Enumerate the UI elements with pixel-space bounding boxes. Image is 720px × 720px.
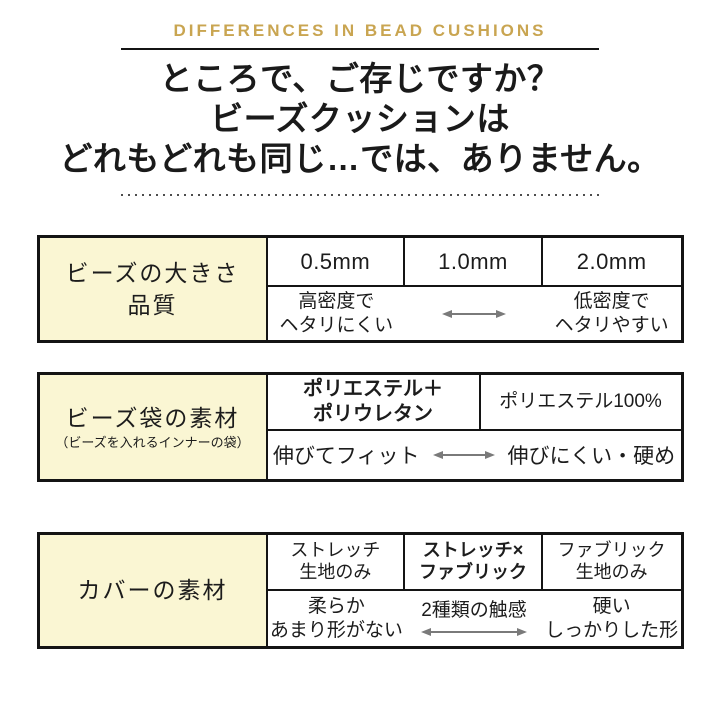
cover-row-header: カバーの素材 xyxy=(39,535,268,646)
density-scale-right-line-2: ヘタリやすい xyxy=(554,314,669,336)
firmness-scale-left: 柔らか あまり形がない xyxy=(270,595,403,643)
inner-bag-table: ビーズ袋の素材 （ビーズを入れるインナーの袋） ポリエステル＋ ポリウレタン ポ… xyxy=(36,372,684,482)
dotted-divider xyxy=(121,194,599,196)
cover-material-stretch-only: ストレッチ 生地のみ xyxy=(267,535,406,591)
cover-scale-row: 柔らか あまり形がない 2種類の触感 硬い しっかりした形 xyxy=(268,591,681,646)
cover-material-1-line-1: ストレッチ xyxy=(290,540,381,561)
bead-size-option-1-0mm: 1.0mm xyxy=(405,238,543,287)
page: DIFFERENCES IN BEAD CUSHIONS ところで、ご存じですか… xyxy=(0,21,720,649)
inner-bag-scale-row: 伸びてフィット 伸びにくい・硬め xyxy=(268,431,681,479)
density-scale-right-line-1: 低密度で xyxy=(573,290,650,312)
cover-material-fabric-only: ファブリック 生地のみ xyxy=(542,535,681,591)
firmness-scale-right-line-1: 硬い xyxy=(592,595,631,617)
firmness-scale-right-line-2: しっかりした形 xyxy=(545,619,679,641)
firmness-scale-center: 2種類の触感 xyxy=(420,599,528,638)
firmness-scale-left-line-2: あまり形がない xyxy=(269,619,403,641)
cover-material-1-line-2: 生地のみ xyxy=(299,562,372,582)
cover-table: カバーの素材 ストレッチ 生地のみ ストレッチ× ファブリック ファブリック 生… xyxy=(36,532,684,649)
bead-size-option-0-5mm: 0.5mm xyxy=(267,238,406,287)
page-title: ところで、ご存じですか？ ビーズクッションは どれもどれも同じ…では、ありません… xyxy=(0,59,720,179)
header-rule xyxy=(121,48,599,50)
left-right-arrow-icon xyxy=(420,627,527,636)
bead-size-row-header-line-2: 品質 xyxy=(127,292,178,318)
density-scale-left-line-1: 高密度で xyxy=(298,290,375,312)
cover-material-2-line-1: ストレッチ× xyxy=(422,540,524,561)
left-right-arrow-icon xyxy=(441,309,506,318)
bead-size-table: ビーズの大きさ 品質 0.5mm 1.0mm 2.0mm 高密度で ヘタリにくい… xyxy=(36,235,684,343)
cover-material-3-line-1: ファブリック xyxy=(557,540,666,561)
inner-bag-row-header: ビーズ袋の素材 （ビーズを入れるインナーの袋） xyxy=(39,375,268,479)
inner-bag-material-polyester-100: ポリエステル100% xyxy=(480,375,681,431)
inner-bag-row-header-title: ビーズ袋の素材 xyxy=(65,404,240,431)
bead-size-row-header: ビーズの大きさ 品質 xyxy=(39,238,268,340)
density-scale-left-line-2: ヘタリにくい xyxy=(279,314,394,336)
left-right-arrow-icon xyxy=(432,451,495,459)
cover-material-3-line-2: 生地のみ xyxy=(575,562,648,582)
density-scale-left: 高密度で ヘタリにくい xyxy=(280,290,394,338)
inner-bag-row-header-note: （ビーズを入れるインナーの袋） xyxy=(55,435,250,451)
stretch-scale-right: 伸びにくい・硬め xyxy=(507,445,676,468)
page-title-line-1: ところで、ご存じですか？ xyxy=(159,60,561,97)
density-scale-right: 低密度で ヘタリやすい xyxy=(555,290,669,338)
page-title-line-3: どれもどれも同じ…では、ありません。 xyxy=(59,140,661,177)
inner-bag-material-1-line-1: ポリエステル＋ xyxy=(303,378,443,400)
firmness-scale-left-line-1: 柔らか xyxy=(307,595,365,617)
inner-bag-material-1-line-2: ポリウレタン xyxy=(313,403,433,425)
cover-material-stretch-fabric: ストレッチ× ファブリック xyxy=(405,535,543,591)
bead-size-scale-row: 高密度で ヘタリにくい 低密度で ヘタリやすい xyxy=(268,287,681,340)
firmness-scale-right: 硬い しっかりした形 xyxy=(545,595,678,643)
eyebrow-label: DIFFERENCES IN BEAD CUSHIONS xyxy=(173,21,547,40)
bead-size-row-header-line-1: ビーズの大きさ xyxy=(65,259,240,286)
cover-material-2-line-2: ファブリック xyxy=(418,562,527,582)
page-title-line-2: ビーズクッションは xyxy=(210,100,510,137)
bead-size-option-2-0mm: 2.0mm xyxy=(542,238,681,287)
inner-bag-material-polyester-polyurethane: ポリエステル＋ ポリウレタン xyxy=(267,375,481,431)
stretch-scale-left: 伸びてフィット xyxy=(272,445,420,468)
firmness-scale-center-label: 2種類の触感 xyxy=(421,600,527,622)
